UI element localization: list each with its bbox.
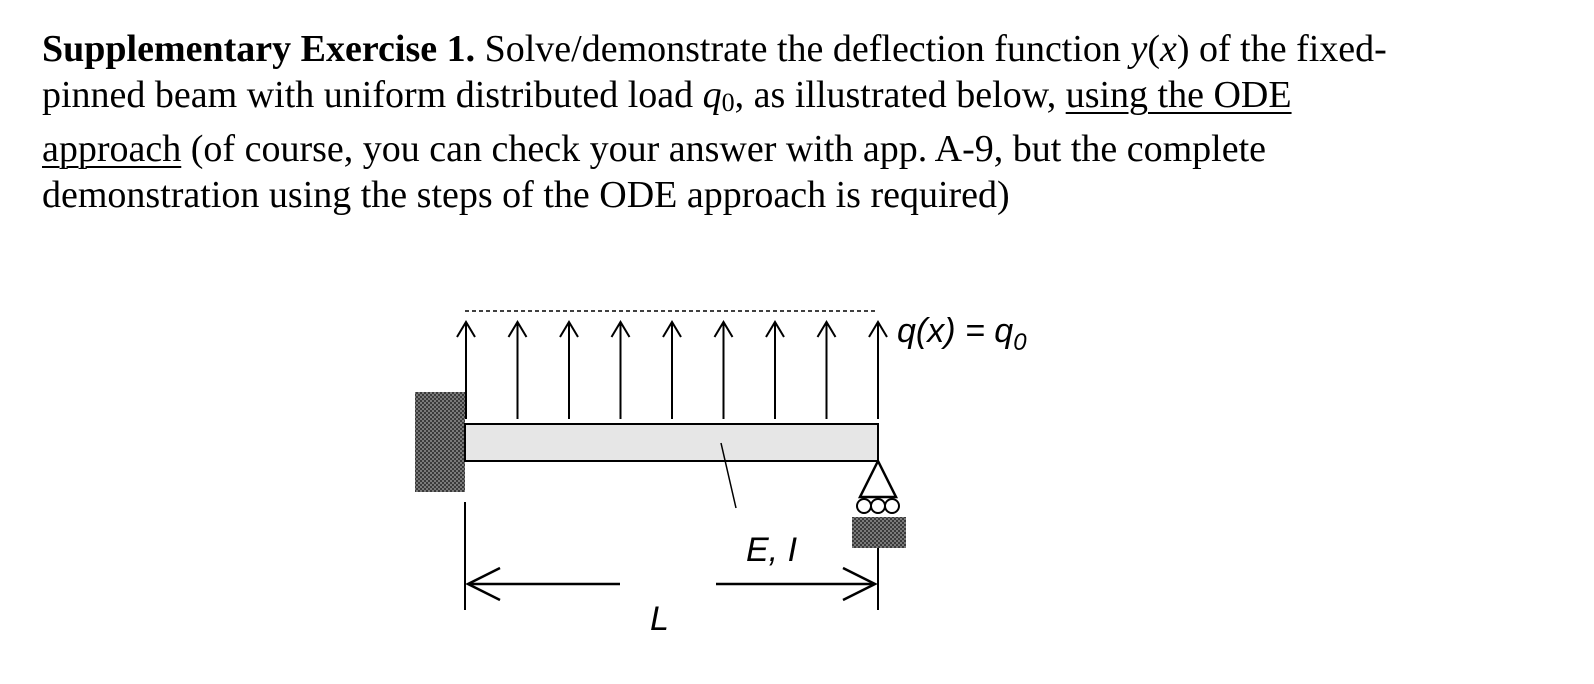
material-leader-line (720, 442, 737, 509)
pin-support-triangle (857, 458, 899, 499)
beam (464, 423, 879, 462)
problem-statement: Supplementary Exercise 1. Solve/demonstr… (42, 26, 1562, 218)
problem-line-2: pinned beam with uniform distributed loa… (42, 74, 1292, 117)
load-arrow (662, 320, 682, 419)
load-arrow (507, 320, 528, 419)
load-label: q(x) = q0 (897, 312, 1027, 356)
load-arrow (713, 320, 734, 419)
exercise-heading: Supplementary Exercise 1. (42, 28, 476, 70)
load-arrow (765, 320, 785, 419)
material-label: E, I (746, 531, 798, 569)
roller-wheels (856, 498, 900, 514)
problem-line-3: approach (of course, you can check your … (42, 128, 1267, 170)
load-arrow (456, 320, 476, 419)
underlined-approach-text: approach (42, 128, 182, 170)
fixed-wall-support (415, 392, 465, 492)
load-arrow (559, 320, 579, 419)
load-arrow (816, 320, 837, 419)
length-label: L (650, 600, 669, 638)
underlined-ode-text: using the ODE (1065, 74, 1292, 116)
load-arrow (610, 320, 631, 419)
problem-line-1: Supplementary Exercise 1. Solve/demonstr… (42, 28, 1387, 70)
distributed-load-arrows (456, 320, 888, 419)
roller-ground (852, 517, 906, 548)
load-arrow (868, 320, 888, 419)
problem-line-4: demonstration using the steps of the ODE… (42, 174, 1010, 216)
